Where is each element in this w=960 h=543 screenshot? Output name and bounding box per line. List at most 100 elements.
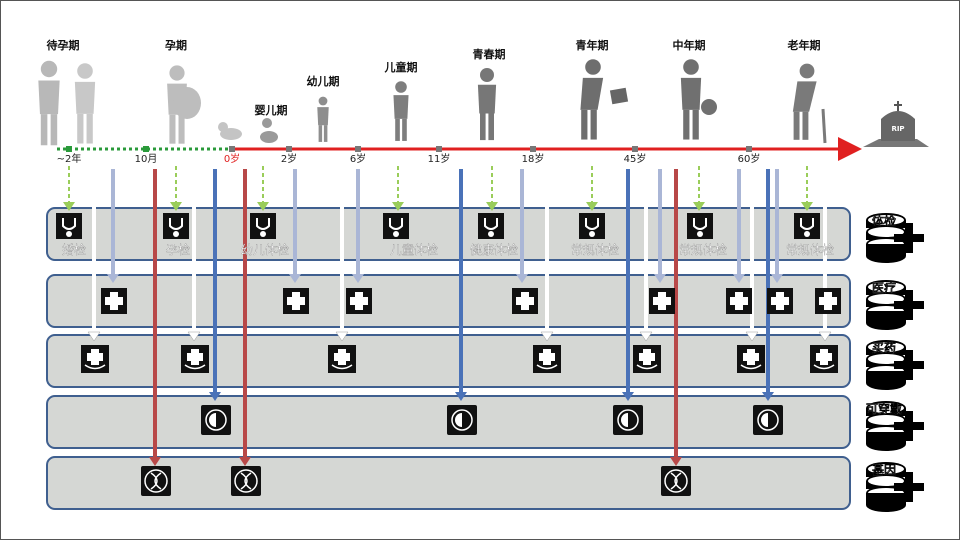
timeline-tick-label: 6岁 [350, 152, 366, 165]
child-figure [393, 81, 409, 141]
category-db-icon-可穿戴 [866, 401, 924, 451]
stage-label: 孕期 [165, 38, 187, 52]
service-arrow [170, 166, 182, 211]
young-adult-figure [580, 59, 629, 140]
stage-label: 儿童期 [384, 60, 418, 74]
wearable-icon [201, 405, 231, 435]
service-arrow [63, 166, 75, 211]
checkup-item-label: 婚检 [62, 242, 86, 257]
pharmacy-icon [328, 345, 356, 373]
row-体检 [46, 207, 851, 261]
pharmacy-icon [810, 345, 838, 373]
toddler-figure [317, 96, 329, 142]
service-arrow [639, 169, 653, 342]
category-label: 基因 [871, 462, 896, 477]
checkup-item-label: 幼儿体检 [241, 242, 289, 257]
category-db-icon-买药 [866, 340, 924, 390]
wearable-icon [447, 405, 477, 435]
stage-label: 幼儿期 [307, 74, 340, 88]
service-arrow [762, 169, 774, 401]
category-label: 医疗 [872, 280, 896, 295]
service-arrow [693, 166, 705, 211]
stage-label: 待孕期 [46, 38, 80, 52]
timeline-tick-label: 11岁 [428, 152, 451, 165]
wearable-icon [753, 405, 783, 435]
medical-cross-icon [726, 288, 752, 314]
service-arrow [209, 169, 221, 401]
medical-cross-icon [346, 288, 372, 314]
medical-cross-icon [767, 288, 793, 314]
checkup-item-label: 常规体检 [786, 242, 834, 257]
service-arrow [352, 169, 364, 283]
medical-cross-icon [283, 288, 309, 314]
pharmacy-icon [81, 345, 109, 373]
timeline-tick [746, 146, 752, 152]
service-arrow [455, 169, 467, 401]
medical-cross-icon [649, 288, 675, 314]
timeline-tick-label: 2岁 [281, 152, 297, 165]
pharmacy-icon [633, 345, 661, 373]
service-arrow [486, 166, 498, 211]
pharmacy-icon [737, 345, 765, 373]
timeline-tick-label: 45岁 [624, 152, 647, 165]
stethoscope-icon [687, 213, 713, 239]
stethoscope-icon [383, 213, 409, 239]
pharmacy-icon [181, 345, 209, 373]
stage-label: 青春期 [473, 47, 506, 61]
stethoscope-icon [56, 213, 82, 239]
tombstone-text: RIP [891, 125, 904, 133]
timeline-tick [143, 146, 149, 152]
medical-cross-icon [512, 288, 538, 314]
timeline-tick [530, 146, 536, 152]
stage-label: 中年期 [673, 38, 706, 52]
service-arrow [801, 166, 813, 211]
row-买药 [46, 334, 851, 388]
stethoscope-icon [250, 213, 276, 239]
service-arrow [771, 169, 783, 283]
category-label: 买药 [872, 340, 896, 355]
timeline-tick [436, 146, 442, 152]
stage-label: 青年期 [576, 38, 609, 52]
tombstone-icon [863, 101, 929, 147]
timeline-tick-label: 0岁 [224, 152, 240, 165]
timeline-tick-label: 60岁 [738, 152, 761, 165]
pregnant-woman-figure [167, 65, 201, 144]
service-arrow [257, 166, 269, 211]
wearable-icon [613, 405, 643, 435]
stethoscope-icon [794, 213, 820, 239]
service-arrow [107, 169, 119, 283]
teen-figure [477, 68, 497, 141]
service-arrow [733, 169, 745, 283]
service-arrow [289, 169, 301, 283]
baby-figure [218, 118, 278, 143]
timeline-tick-label: 18岁 [522, 152, 545, 165]
timeline-tick [66, 146, 72, 152]
category-label: 体检 [872, 213, 896, 228]
couple-figure [38, 60, 96, 146]
stage-label: 老年期 [787, 38, 821, 52]
timeline-tick-label: ~2年 [57, 152, 82, 165]
stethoscope-icon [478, 213, 504, 239]
service-arrow [586, 166, 598, 211]
dna-icon [141, 466, 171, 496]
timeline-tick [632, 146, 638, 152]
checkup-item-label: 常规体检 [571, 242, 619, 257]
stethoscope-icon [163, 213, 189, 239]
service-arrow [654, 169, 666, 283]
category-db-icon-基因 [866, 462, 924, 512]
checkup-item-label: 孕检 [166, 242, 190, 257]
middle-aged-figure [680, 59, 717, 140]
service-arrow [516, 169, 528, 283]
service-arrow [392, 166, 404, 211]
category-db-icon-医疗 [866, 280, 924, 330]
service-arrow [149, 169, 161, 466]
checkup-item-label: 健康体检 [470, 242, 518, 257]
medical-cross-icon [101, 288, 127, 314]
category-db-icon-体检 [866, 213, 924, 263]
service-arrow [239, 169, 251, 466]
checkup-item-label: 儿童体检 [390, 242, 438, 257]
pharmacy-icon [533, 345, 561, 373]
medical-cross-icon [815, 288, 841, 314]
service-arrow [670, 169, 682, 466]
